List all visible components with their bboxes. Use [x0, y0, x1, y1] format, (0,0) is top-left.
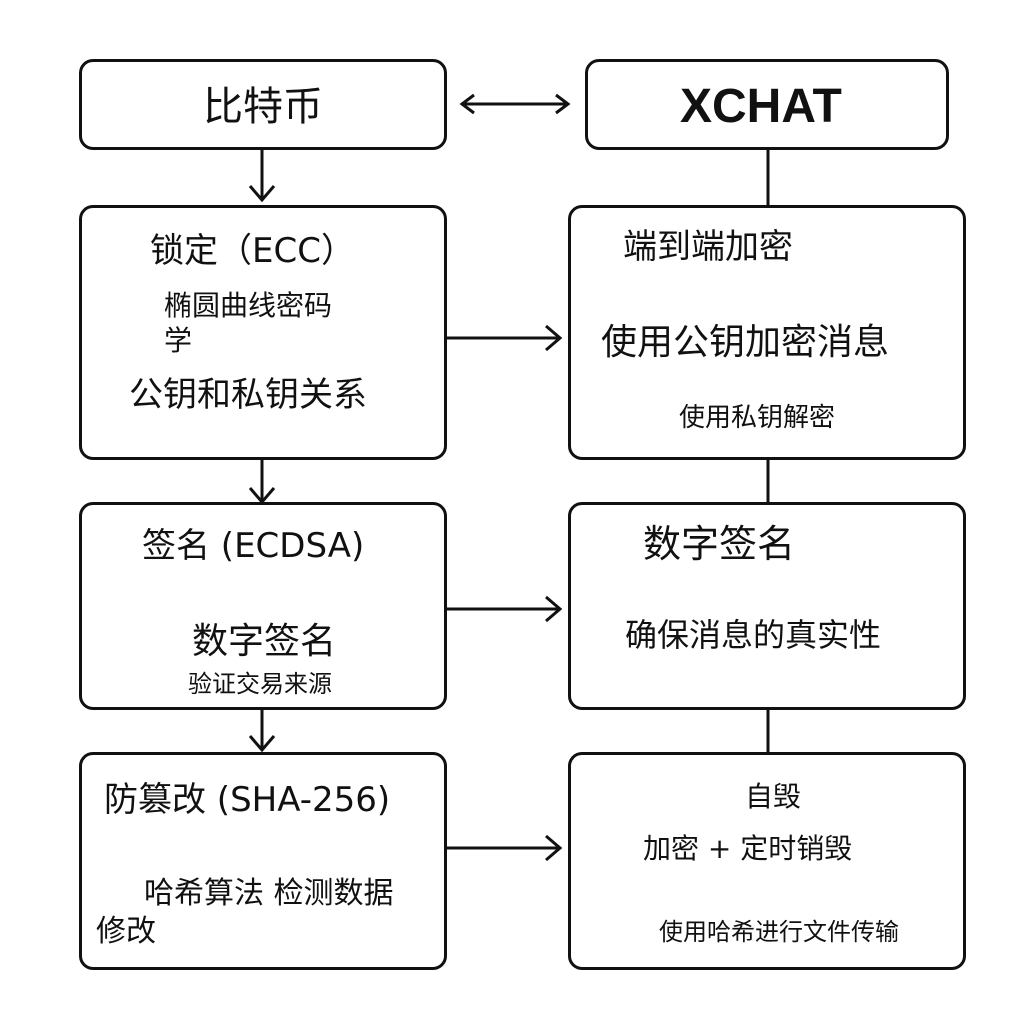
mapping-arrow-ecc — [447, 324, 563, 352]
xchat-header-title: XCHAT — [680, 80, 842, 133]
ecdsa-line1: 数字签名 — [192, 621, 337, 662]
xchat-header-box: XCHAT — [585, 59, 949, 150]
xchat-signature-box: 数字签名 确保消息的真实性 — [568, 502, 966, 710]
ecc-title: 锁定（ECC） — [150, 231, 355, 271]
ecdsa-title: 签名 (ECDSA) — [142, 526, 365, 566]
e2e-title: 端到端加密 — [623, 227, 793, 267]
sha-line1: 哈希算法 检测数据 — [144, 876, 394, 911]
bitcoin-ecdsa-box: 签名 (ECDSA) 数字签名 验证交易来源 — [79, 502, 447, 710]
xchat-e2e-box: 端到端加密 使用公钥加密消息 使用私钥解密 — [568, 205, 966, 460]
bitcoin-sha-box: 防篡改 (SHA-256) 哈希算法 检测数据 修改 — [79, 752, 447, 970]
bitcoin-down-arrow-3 — [248, 710, 276, 753]
sha-title: 防篡改 (SHA-256) — [104, 780, 391, 820]
destruct-title: 自毁 — [745, 780, 802, 813]
signature-title: 数字签名 — [643, 522, 796, 566]
bitcoin-ecc-box: 锁定（ECC） 椭圆曲线密码 学 公钥和私钥关系 — [79, 205, 447, 460]
sha-line2: 修改 — [96, 914, 156, 949]
header-bidirectional-arrow — [459, 93, 571, 115]
signature-line1: 确保消息的真实性 — [625, 616, 882, 654]
ecc-line1: 椭圆曲线密码 — [164, 289, 333, 322]
mapping-arrow-ecdsa — [447, 595, 563, 623]
bitcoin-down-arrow-2 — [248, 460, 276, 505]
mapping-arrow-sha — [447, 834, 563, 862]
bitcoin-header-title: 比特币 — [203, 84, 323, 130]
bitcoin-header-box: 比特币 — [79, 59, 447, 150]
destruct-line2: 使用哈希进行文件传输 — [659, 918, 899, 946]
e2e-line2: 使用私钥解密 — [679, 403, 836, 433]
xchat-destruct-box: 自毁 加密 + 定时销毁 使用哈希进行文件传输 — [568, 752, 966, 970]
ecc-line3: 公钥和私钥关系 — [129, 375, 367, 415]
e2e-line1: 使用公钥加密消息 — [601, 322, 890, 363]
ecc-line2: 学 — [164, 324, 193, 357]
bitcoin-down-arrow-1 — [248, 150, 276, 203]
destruct-line1: 加密 + 定时销毁 — [643, 832, 853, 865]
ecdsa-line2: 验证交易来源 — [188, 670, 332, 698]
